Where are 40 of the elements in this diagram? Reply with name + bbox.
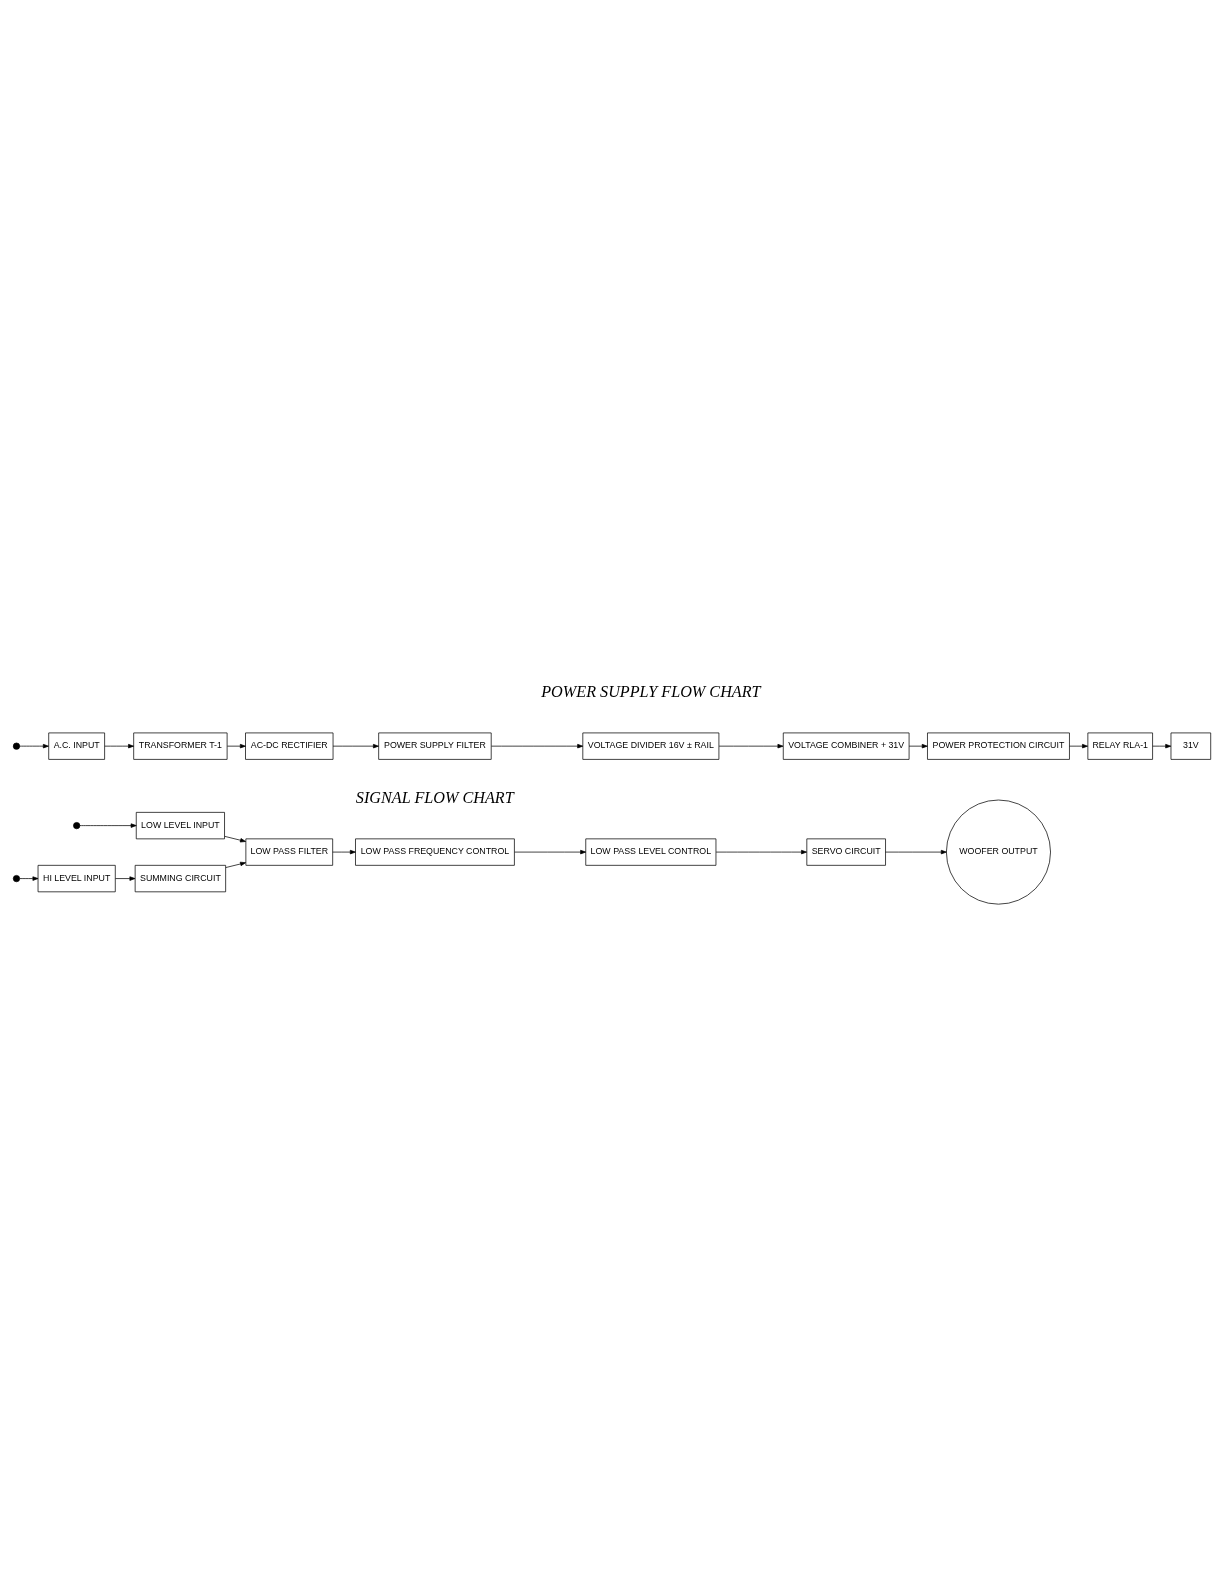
node-box: VOLTAGE DIVIDER 16V ± RAIL	[582, 732, 720, 760]
arrow	[908, 744, 928, 749]
node-circle: WOOFER OUTPUT	[946, 799, 1051, 905]
node-box: 31V	[1170, 732, 1212, 760]
label: SIGNAL FLOW CHART	[355, 788, 514, 806]
node-box: RELAY RLA-1	[1087, 732, 1153, 760]
arrow	[885, 849, 947, 855]
node-box: AC-DC RECTIFIER	[245, 732, 334, 760]
arrow	[19, 744, 49, 749]
arrow	[491, 744, 584, 749]
node-box: LOW PASS FREQUENCY CONTROL	[355, 838, 515, 866]
node-box: POWER PROTECTION CIRCUIT	[927, 732, 1070, 760]
arrow	[718, 744, 784, 749]
arrow	[226, 744, 246, 749]
node-box: LOW LEVEL INPUT	[135, 812, 225, 840]
arrow	[332, 744, 379, 749]
node-circle	[12, 742, 20, 750]
node-box: VOLTAGE COMBINER + 31V	[782, 732, 910, 760]
arrow	[79, 823, 137, 828]
node-box: TRANSFORMER T-1	[133, 732, 228, 760]
arrow	[224, 836, 246, 843]
arrow	[1069, 744, 1088, 749]
node-box: LOW PASS FILTER	[245, 838, 334, 866]
node-circle	[12, 875, 20, 883]
node-box: A.C. INPUT	[48, 732, 105, 760]
arrow	[514, 849, 587, 855]
label: POWER SUPPLY FLOW CHART	[541, 682, 761, 700]
arrow	[19, 876, 39, 881]
node-circle	[73, 822, 81, 830]
arrow	[715, 849, 807, 855]
node-box: HI LEVEL INPUT	[37, 864, 116, 893]
arrow	[225, 861, 246, 868]
arrow	[104, 744, 134, 749]
arrow	[332, 849, 356, 855]
node-box: SUMMING CIRCUIT	[134, 864, 226, 893]
node-box: SERVO CIRCUIT	[806, 838, 886, 866]
arrow	[115, 876, 136, 881]
node-box: LOW PASS LEVEL CONTROL	[585, 838, 717, 866]
node-box: POWER SUPPLY FILTER	[378, 732, 492, 760]
arrow	[1152, 744, 1172, 749]
